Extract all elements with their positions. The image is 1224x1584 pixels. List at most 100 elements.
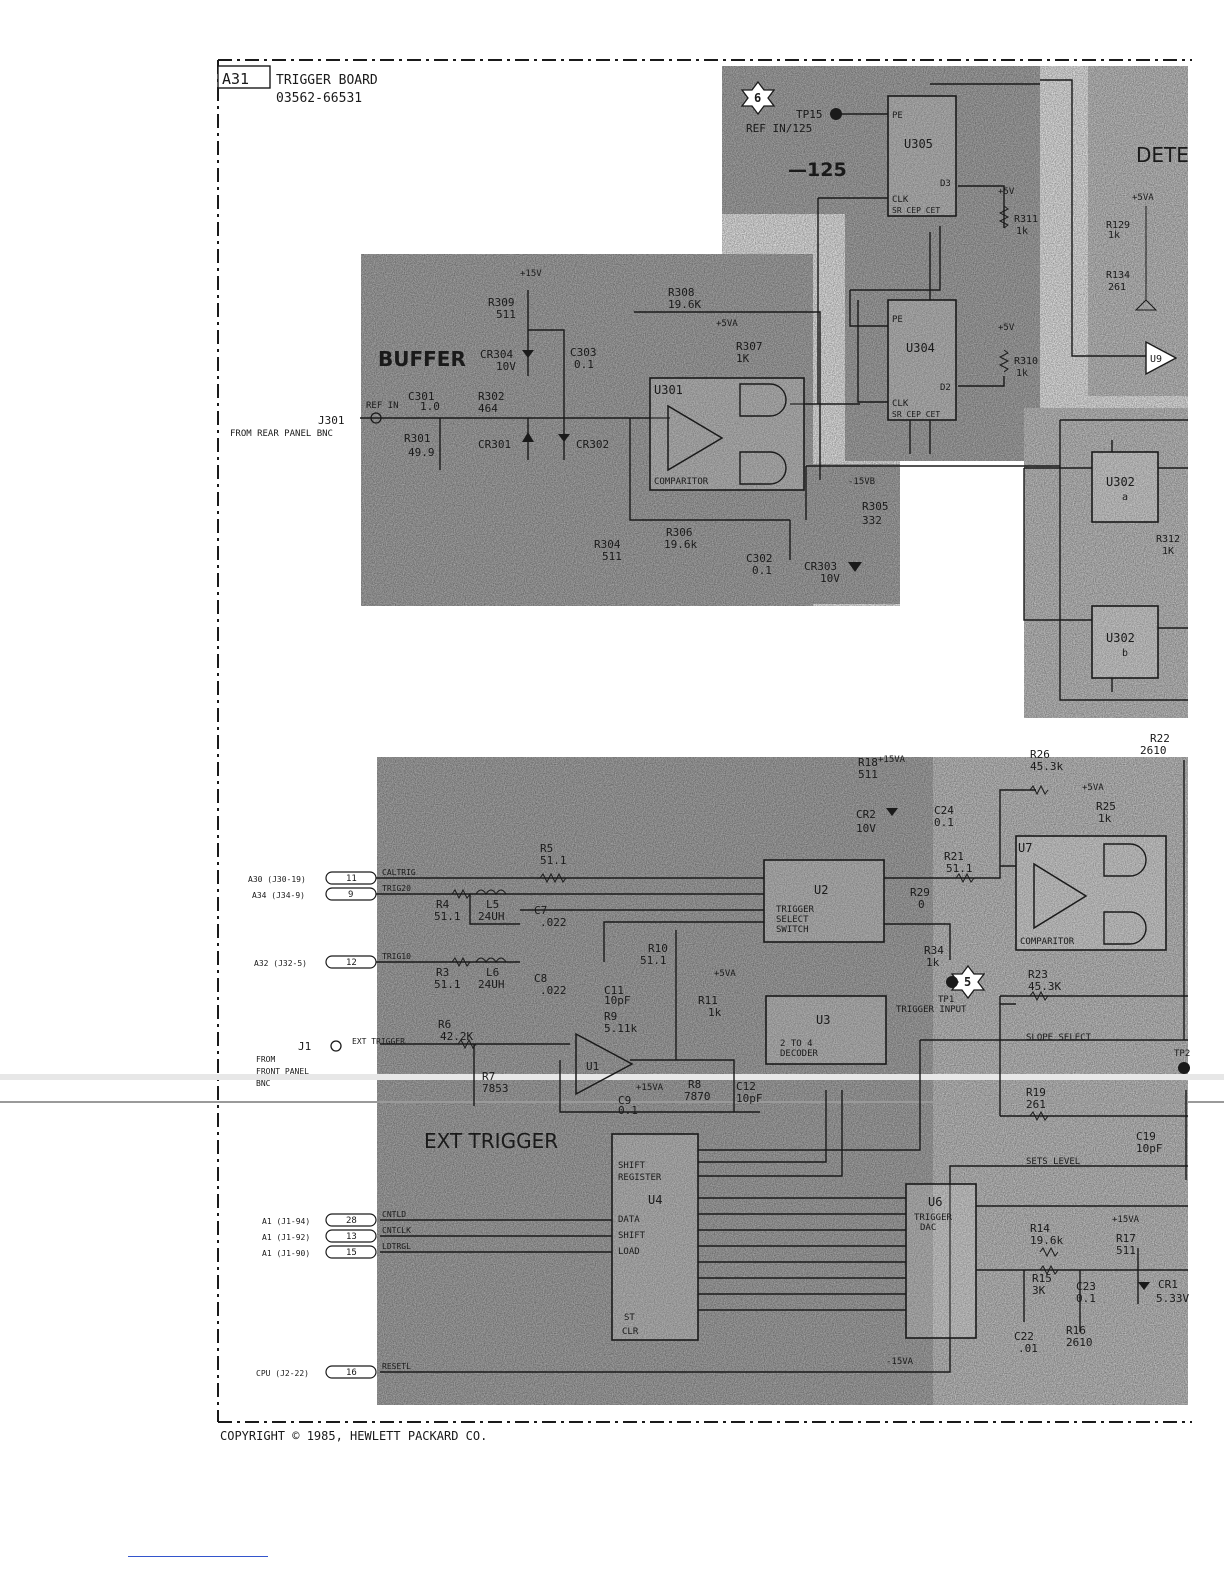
c302-ref: C302: [746, 552, 773, 565]
tp2-dot: [1178, 1062, 1190, 1074]
u301-label: U301: [654, 383, 683, 397]
u301-comparator: [667, 404, 724, 472]
input-0-source: A30 (J30-19): [248, 875, 306, 884]
c24-ref: C24: [934, 804, 954, 817]
u301-chip: [649, 377, 805, 491]
u304-label: U304: [906, 341, 935, 355]
r11-value: 1k: [708, 1006, 722, 1019]
r22-value: 2610: [1140, 744, 1167, 757]
u4-desc-1: REGISTER: [618, 1173, 662, 1183]
r305-ref: R305: [862, 500, 889, 513]
r16-ref: R16: [1066, 1324, 1086, 1337]
cr303-diode: [848, 562, 862, 572]
cr2-value: 10V: [856, 822, 876, 835]
r16-value: 2610: [1066, 1336, 1093, 1349]
r134-value: 261: [1108, 282, 1126, 293]
c303-ref: C303: [570, 346, 597, 359]
r14-value: 19.6k: [1030, 1234, 1063, 1247]
u2-label: U2: [814, 883, 828, 897]
u302a-sub: a: [1122, 492, 1128, 503]
c24-value: 0.1: [934, 816, 954, 829]
r4-ref: R4: [436, 898, 450, 911]
u4-pin-clr: CLR: [622, 1327, 639, 1337]
u4-label: U4: [648, 1193, 662, 1207]
div125-label: —125: [788, 159, 847, 181]
r134-ref: R134: [1106, 270, 1130, 281]
input-connectors: A30 (J30-19) 11 CALTRIG A34 (J34-9) 9 TR…: [248, 868, 416, 1379]
r311-ref: R311: [1014, 214, 1038, 225]
r9-ref: R9: [604, 1010, 617, 1023]
u305-clk: CLK: [892, 195, 909, 205]
callout-6-star: [740, 80, 776, 116]
r305-supply: -15VB: [848, 477, 875, 487]
scan-artifact: [0, 1074, 1224, 1080]
r307-ref: R307: [736, 340, 763, 353]
r34-ref: R34: [924, 944, 944, 957]
u9-buffer: [1145, 340, 1178, 376]
u3-desc-1: DECODER: [780, 1049, 819, 1059]
r301-ref: R301: [404, 432, 431, 445]
r302-ref: R302: [478, 390, 505, 403]
r26-ref: R26: [1030, 748, 1050, 761]
r21-value: 51.1: [946, 862, 973, 875]
r309-value: 511: [496, 308, 516, 321]
r23-ref: R23: [1028, 968, 1048, 981]
sets-level: SETS LEVEL: [1026, 1157, 1080, 1167]
r306-value: 19.6k: [664, 538, 697, 551]
r129-supply: +5VA: [1132, 193, 1154, 203]
c302-value: 0.1: [752, 564, 772, 577]
r304-ref: R304: [594, 538, 621, 551]
c8-value: .022: [540, 984, 567, 997]
r7-ref: R7: [482, 1070, 495, 1083]
j301-label: J301: [318, 414, 345, 427]
tp2-label: TP2: [1174, 1049, 1190, 1059]
input-4-connector: [325, 1229, 377, 1243]
u2-desc-2: SWITCH: [776, 925, 809, 935]
u3-label: U3: [816, 1013, 830, 1027]
r11-ref: R11: [698, 994, 718, 1007]
r34-value: 1k: [926, 956, 940, 969]
detector-title-partial: DETE: [1136, 143, 1189, 167]
slope-select: SLOPE SELECT: [1026, 1033, 1092, 1043]
buffer-section: BUFFER J301 FROM REAR PANEL BNC REF IN +…: [230, 269, 1060, 585]
u7-comparator: [1033, 862, 1088, 930]
r25-ref: R25: [1096, 800, 1116, 813]
j1-from-1: FRONT PANEL: [256, 1067, 309, 1076]
input-2-source: A32 (J32-5): [254, 959, 307, 968]
c12-ref: C12: [736, 1080, 756, 1093]
input-6-net: RESETL: [382, 1362, 411, 1371]
u301-type: COMPARITOR: [654, 477, 709, 487]
r309-supply: +15V: [520, 269, 542, 279]
u4-desc-0: SHIFT: [618, 1161, 646, 1171]
u305-q3: D3: [940, 179, 951, 189]
l6-ref: L6: [486, 966, 499, 979]
r311-symbol: [998, 205, 1010, 229]
r11-supply: +5VA: [714, 969, 736, 979]
r129-ref: R129: [1106, 220, 1130, 231]
u302a-label: U302: [1106, 475, 1135, 489]
input-6-pin: 16: [346, 1368, 357, 1378]
r22-ref: R22: [1150, 732, 1170, 745]
r23-value: 45.3K: [1028, 980, 1061, 993]
input-6-source: CPU (J2-22): [256, 1369, 309, 1378]
ext-trigger-title: EXT TRIGGER: [424, 1129, 558, 1153]
l6-value: 24UH: [478, 978, 505, 991]
j1-bnc: [330, 1040, 342, 1052]
c8-ref: C8: [534, 972, 547, 985]
r309-ref: R309: [488, 296, 515, 309]
r17-supply: +15VA: [1112, 1215, 1140, 1225]
r307-value: 1K: [736, 352, 750, 365]
r306-ref: R306: [666, 526, 693, 539]
c301-ref: C301: [408, 390, 435, 403]
u3-chip: [765, 995, 887, 1065]
board-border: [217, 59, 1192, 1423]
r29-value: 0: [918, 898, 925, 911]
r310-value: 1k: [1016, 368, 1028, 379]
c23-ref: C23: [1076, 1280, 1096, 1293]
footer-link-rule[interactable]: [128, 1556, 268, 1557]
u305-cep: SR CEP CET: [892, 206, 940, 215]
c23-value: 0.1: [1076, 1292, 1096, 1305]
cr1-value: 5.33V: [1156, 1292, 1189, 1305]
c301-value: 1.0: [420, 400, 440, 413]
cr2-ref: CR2: [856, 808, 876, 821]
